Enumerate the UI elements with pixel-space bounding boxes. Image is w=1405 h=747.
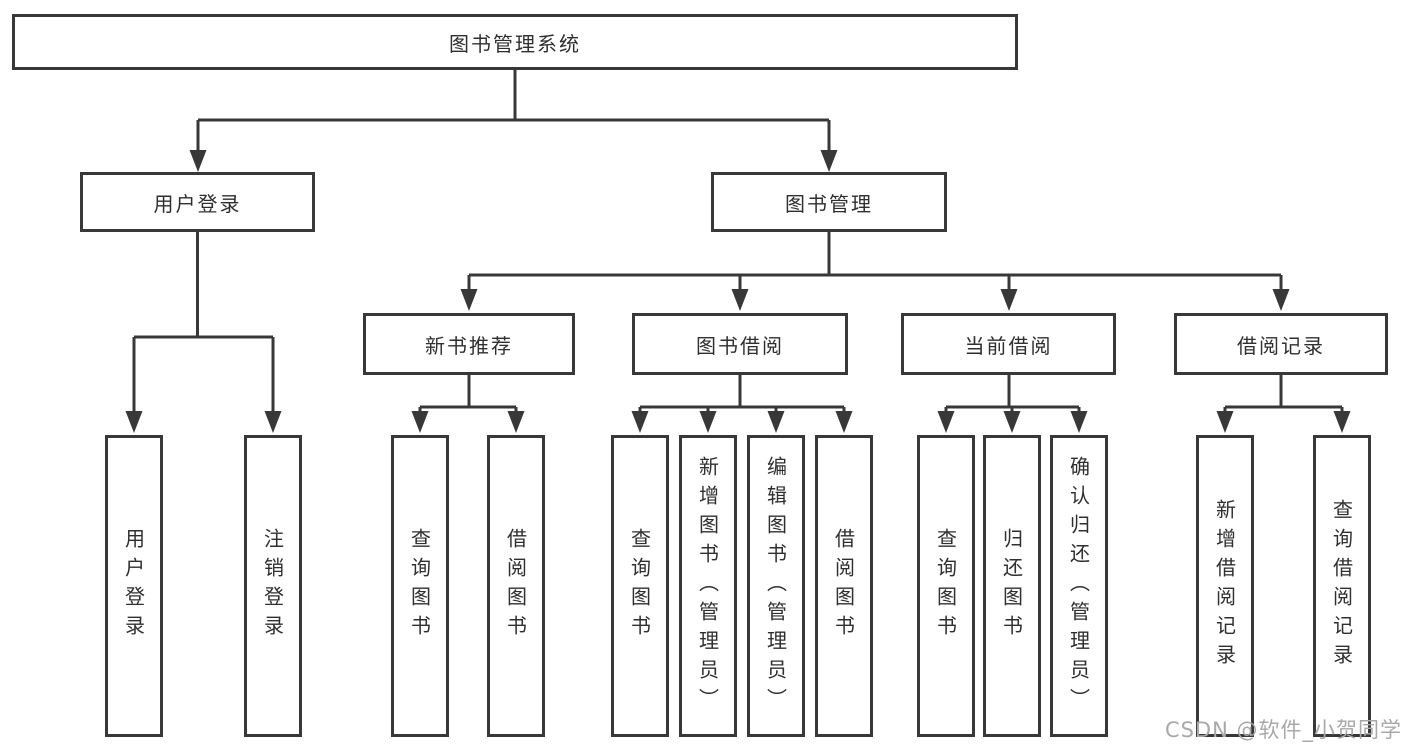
node-label: 图书管理系统 [449,31,581,56]
node-leaf-return-books: 归还图书 [983,435,1041,737]
node-label: 借阅记录 [1237,333,1325,358]
node-label: 借阅图书 [831,528,856,644]
node-label: 用户登录 [121,528,146,644]
node-label: 图书管理 [785,191,873,216]
node-label: 新增图书（管理员） [695,455,720,717]
node-leaf-query-books-1: 查询图书 [391,435,449,737]
node-label: 当前借阅 [964,333,1053,358]
node-leaf-confirm-return-admin: 确认归还（管理员） [1050,435,1108,737]
node-label: 归还图书 [999,528,1024,644]
node-leaf-edit-books-admin: 编辑图书（管理员） [747,435,805,737]
node-leaf-query-books-3: 查询图书 [917,435,975,737]
node-current-borrowing: 当前借阅 [901,313,1116,375]
arrowhead-icon [125,150,1351,433]
connector-path [132,70,1344,413]
node-leaf-borrow-books-2: 借阅图书 [815,435,873,737]
node-root-system: 图书管理系统 [12,14,1018,70]
node-label: 借阅图书 [503,528,528,644]
node-leaf-query-borrow-record: 查询借阅记录 [1313,435,1371,737]
node-label: 新书推荐 [425,333,513,358]
node-book-management: 图书管理 [711,172,947,232]
node-label: 查询借阅记录 [1329,499,1354,673]
node-borrowing-records: 借阅记录 [1174,313,1388,375]
csdn-watermark: CSDN @软件_小贺同学 [1164,718,1402,742]
node-label: 确认归还（管理员） [1066,455,1091,717]
node-label: 图书借阅 [696,333,784,358]
node-leaf-add-borrow-record: 新增借阅记录 [1196,435,1254,737]
node-leaf-user-login: 用户登录 [105,435,163,737]
node-label: 新增借阅记录 [1212,499,1237,673]
node-user-login: 用户登录 [80,172,315,232]
node-book-borrowing: 图书借阅 [632,313,848,375]
node-leaf-logout: 注销登录 [244,435,302,737]
node-label: 查询图书 [933,528,958,644]
node-label: 注销登录 [260,528,285,644]
node-label: 查询图书 [627,528,652,644]
node-label: 编辑图书（管理员） [763,455,788,717]
node-leaf-borrow-books-1: 借阅图书 [487,435,545,737]
node-label: 查询图书 [407,528,432,644]
node-label: 用户登录 [153,191,242,216]
node-new-book-recommend: 新书推荐 [363,313,575,375]
node-leaf-query-books-2: 查询图书 [611,435,669,737]
node-leaf-add-books-admin: 新增图书（管理员） [679,435,737,737]
